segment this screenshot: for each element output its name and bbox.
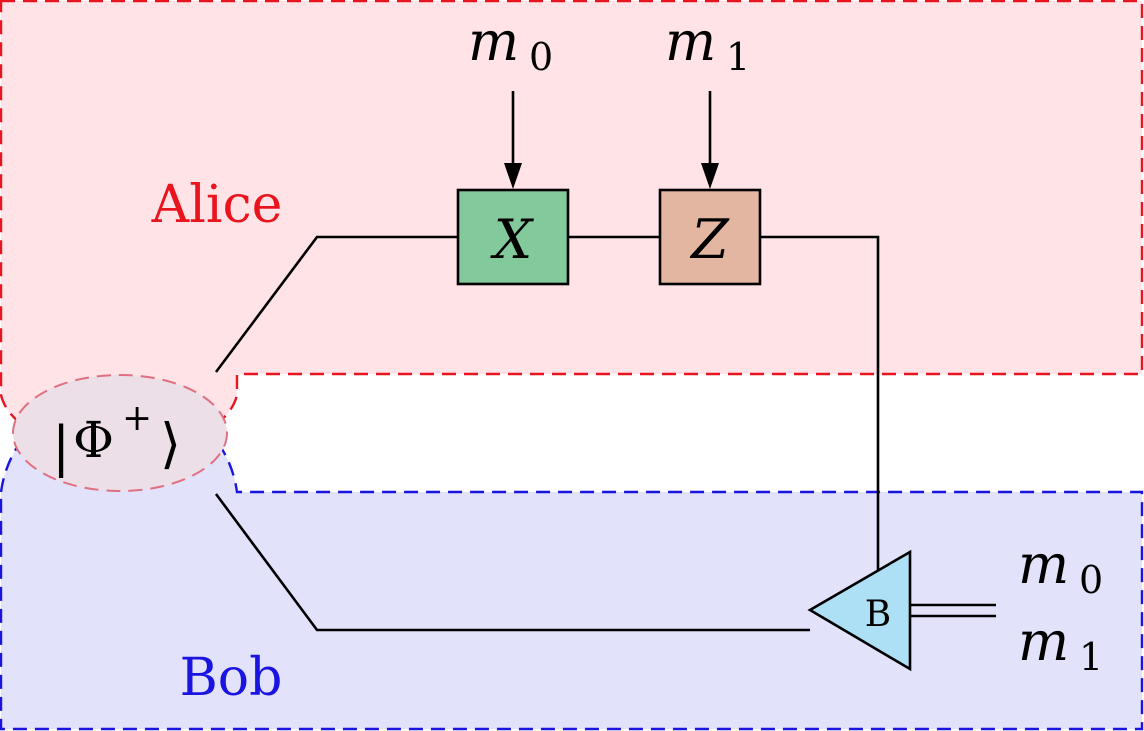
z-gate: Z bbox=[658, 188, 762, 286]
z-gate-box bbox=[658, 188, 762, 286]
entangled-state-label: | Φ + ⟩ bbox=[52, 398, 181, 478]
measurement-label: B bbox=[865, 594, 891, 635]
alice-input-m1-var: m bbox=[665, 10, 716, 73]
alice-input-m0-sub: 0 bbox=[529, 35, 553, 79]
bob-qubit-wire bbox=[214, 493, 810, 632]
ket-open: | bbox=[52, 415, 70, 478]
measurement-triangle bbox=[807, 549, 912, 672]
alice-input-m1: m 1 bbox=[665, 10, 750, 79]
bob-output-m0: m 0 bbox=[1018, 533, 1103, 602]
m1-arrowhead bbox=[701, 163, 719, 189]
alice-label: Alice bbox=[151, 175, 283, 235]
ket-close: ⟩ bbox=[160, 412, 181, 475]
x-gate: X bbox=[456, 188, 570, 286]
phi-symbol: Φ bbox=[73, 411, 114, 469]
bob-output-m0-var: m bbox=[1018, 533, 1069, 596]
bob-output-m1: m 1 bbox=[1018, 610, 1103, 679]
bob-output-m0-sub: 0 bbox=[1079, 558, 1103, 602]
alice-to-bob-wire bbox=[760, 235, 880, 571]
alice-input-m0-var: m bbox=[468, 10, 519, 73]
alice-qubit-wire bbox=[214, 235, 458, 373]
bob-output-m1-var: m bbox=[1018, 610, 1069, 673]
z-gate-label: Z bbox=[689, 208, 730, 271]
bob-output-m1-sub: 1 bbox=[1079, 635, 1103, 679]
bell-measurement: B bbox=[807, 549, 912, 672]
x-gate-box bbox=[456, 188, 570, 286]
alice-input-m0: m 0 bbox=[468, 10, 553, 79]
m0-arrowhead bbox=[504, 163, 522, 189]
phi-superscript: + bbox=[122, 398, 152, 439]
alice-input-m1-sub: 1 bbox=[726, 35, 750, 79]
x-gate-label: X bbox=[490, 208, 535, 271]
bob-label: Bob bbox=[180, 648, 283, 708]
entangled-state-ellipse bbox=[12, 374, 228, 492]
